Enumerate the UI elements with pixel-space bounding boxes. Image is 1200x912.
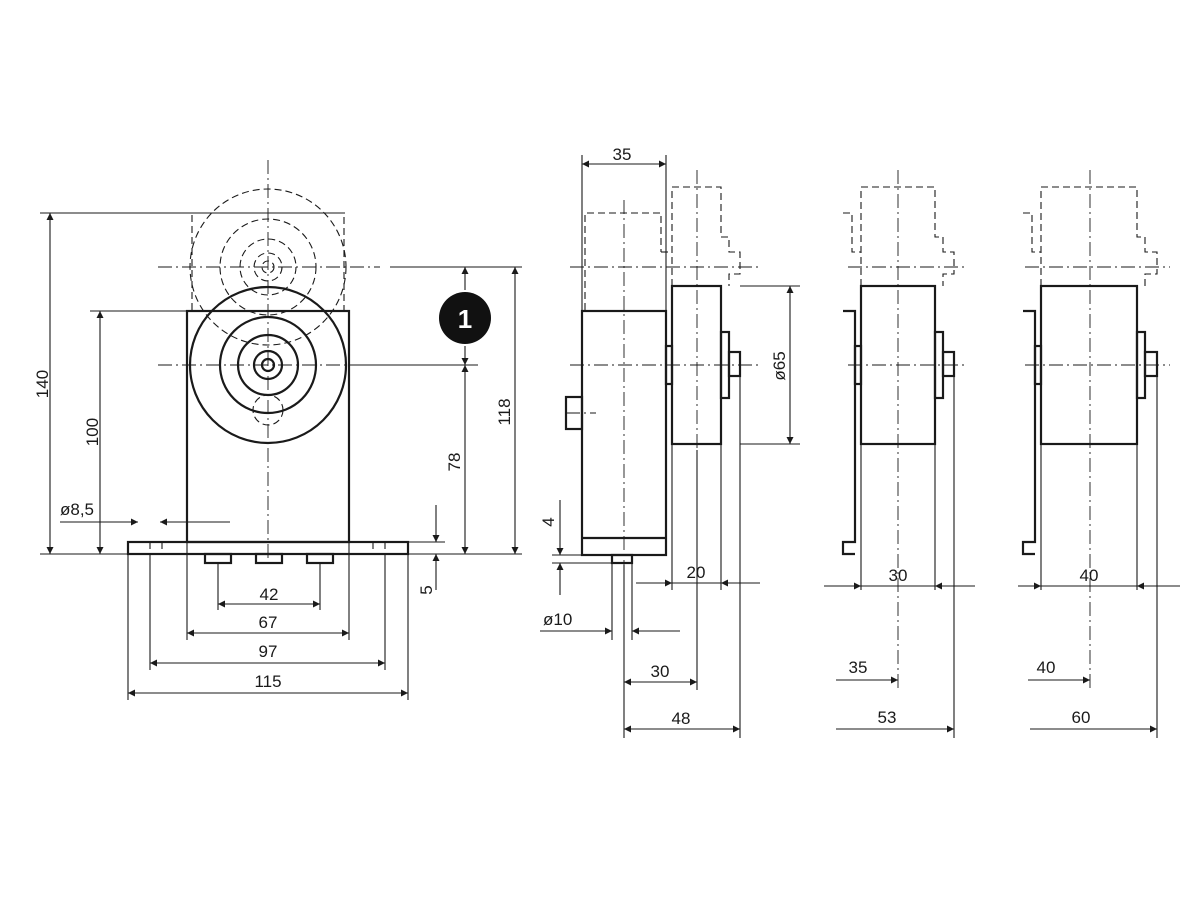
side-view-20 <box>564 170 760 565</box>
side-view-30-dimensions: 30 35 53 <box>824 376 975 738</box>
svg-text:20: 20 <box>687 563 706 582</box>
svg-text:30: 30 <box>651 662 670 681</box>
svg-text:53: 53 <box>878 708 897 727</box>
plate-tabs <box>203 552 335 565</box>
side-view-40 <box>1021 170 1170 690</box>
side-view-30 <box>841 170 968 690</box>
svg-text:35: 35 <box>849 658 868 677</box>
svg-text:118: 118 <box>495 398 514 425</box>
svg-text:35: 35 <box>613 145 632 164</box>
svg-text:40: 40 <box>1080 566 1099 585</box>
svg-text:78: 78 <box>445 453 464 472</box>
svg-text:40: 40 <box>1037 658 1056 677</box>
front-dimensions: 140 100 ø8,5 42 67 97 115 1 <box>33 212 522 700</box>
svg-text:1: 1 <box>458 304 472 334</box>
svg-text:4: 4 <box>539 517 558 526</box>
svg-text:67: 67 <box>259 613 278 632</box>
svg-text:97: 97 <box>259 642 278 661</box>
svg-text:ø8,5: ø8,5 <box>60 500 94 519</box>
position-marker: 1 <box>439 292 491 344</box>
svg-text:ø10: ø10 <box>543 610 572 629</box>
svg-text:ø65: ø65 <box>770 351 789 380</box>
side-view-40-dimensions: 40 40 60 <box>1018 376 1180 738</box>
front-center-lines <box>158 160 380 560</box>
plate-holes <box>149 542 386 554</box>
front-view: 1 <box>126 160 491 565</box>
side-view-20-dimensions: 35 ø65 4 ø10 20 30 48 <box>539 145 800 738</box>
svg-text:60: 60 <box>1072 708 1091 727</box>
svg-text:100: 100 <box>83 418 102 446</box>
svg-text:30: 30 <box>889 566 908 585</box>
svg-text:5: 5 <box>417 585 436 594</box>
svg-text:115: 115 <box>254 672 281 691</box>
svg-text:42: 42 <box>260 585 279 604</box>
svg-text:48: 48 <box>672 709 691 728</box>
svg-text:140: 140 <box>33 370 52 398</box>
